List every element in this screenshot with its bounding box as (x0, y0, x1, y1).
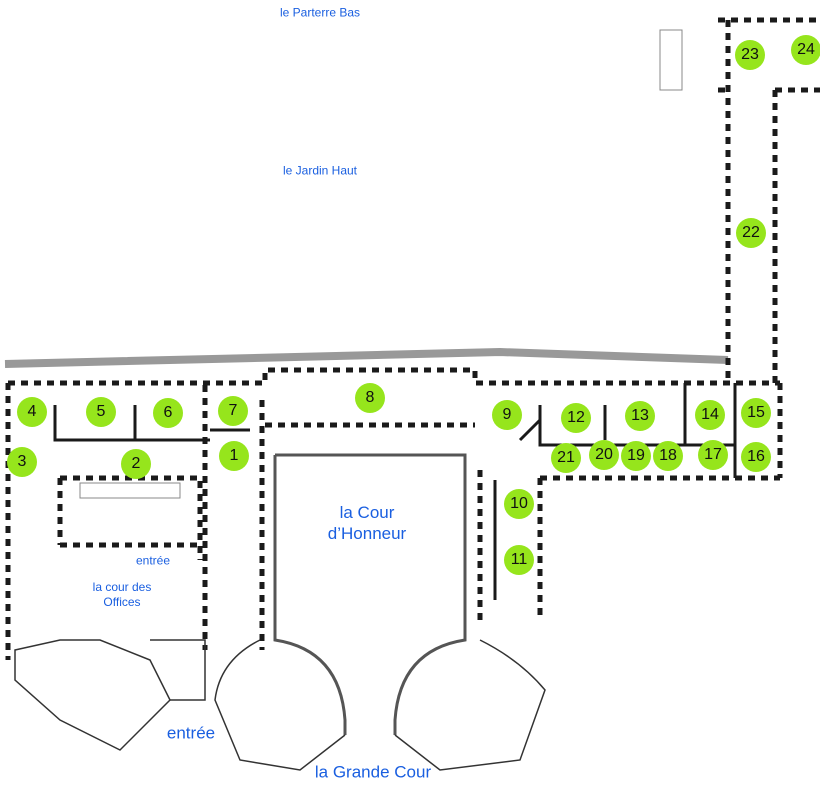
room-marker-10[interactable]: 10 (504, 489, 534, 519)
room-marker-20[interactable]: 20 (589, 440, 619, 470)
label-cour-honneur-line1: la Cour (339, 502, 395, 522)
label-grande-cour: la Grande Cour (314, 762, 432, 782)
room-marker-23[interactable]: 23 (735, 40, 765, 70)
room-marker-6[interactable]: 6 (153, 398, 183, 428)
room-marker-12[interactable]: 12 (561, 403, 591, 433)
room-marker-3[interactable]: 3 (7, 447, 37, 477)
room-marker-2[interactable]: 2 (121, 449, 151, 479)
room-marker-9[interactable]: 9 (492, 400, 522, 430)
label-cour-offices-line1: la cour des (92, 580, 152, 594)
terrace-band (4, 347, 729, 368)
label-entree-offices: entrée (135, 553, 171, 568)
room-marker-1[interactable]: 1 (219, 441, 249, 471)
room-marker-7[interactable]: 7 (218, 396, 248, 426)
room-marker-16[interactable]: 16 (741, 442, 771, 472)
label-cour-honneur-line2: d’Honneur (327, 524, 407, 543)
room-marker-13[interactable]: 13 (625, 401, 655, 431)
room-marker-21[interactable]: 21 (551, 443, 581, 473)
room-marker-11[interactable]: 11 (504, 545, 534, 575)
room-marker-24[interactable]: 24 (791, 35, 820, 65)
room-marker-17[interactable]: 17 (698, 440, 728, 470)
label-parterre-bas: le Parterre Bas (279, 5, 361, 20)
room-marker-19[interactable]: 19 (621, 441, 651, 471)
label-cour-offices: la cour des Offices (93, 580, 152, 610)
label-cour-offices-line2: Offices (103, 595, 141, 609)
label-jardin-haut: le Jardin Haut (282, 163, 358, 178)
label-entree-main: entrée (166, 723, 216, 743)
room-marker-14[interactable]: 14 (695, 400, 725, 430)
label-cour-honneur: la Cour d’Honneur (328, 502, 406, 545)
room-marker-4[interactable]: 4 (17, 397, 47, 427)
room-marker-8[interactable]: 8 (355, 383, 385, 413)
room-marker-5[interactable]: 5 (86, 397, 116, 427)
room-marker-22[interactable]: 22 (736, 218, 766, 248)
room-marker-18[interactable]: 18 (653, 441, 683, 471)
room-marker-15[interactable]: 15 (741, 398, 771, 428)
